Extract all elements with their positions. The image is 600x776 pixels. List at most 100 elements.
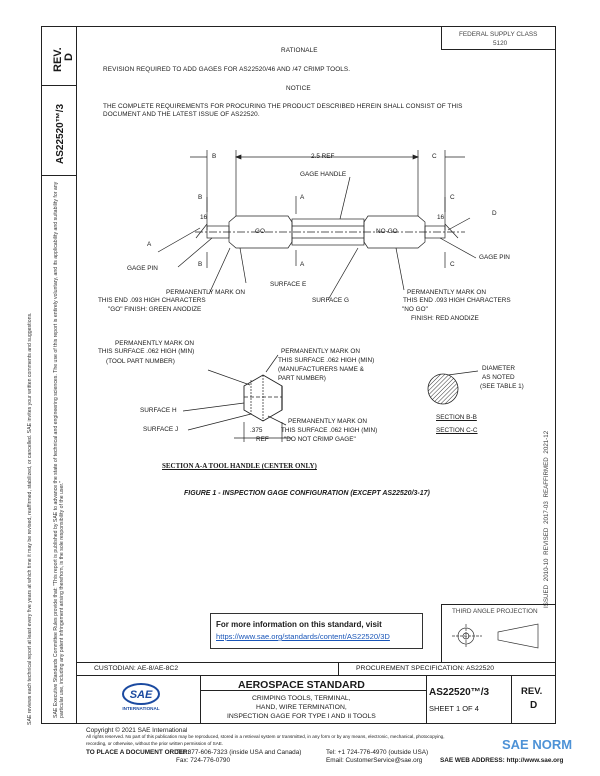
title-line-1: CRIMPING TOOLS, TERMINAL,	[252, 695, 351, 702]
right-mark-2: THIS END .093 HIGH CHARACTERS	[403, 297, 511, 304]
page-frame	[41, 26, 556, 724]
title-line-3: INSPECTION GAGE FOR TYPE I AND II TOOLS	[227, 713, 376, 720]
custodian: CUSTODIAN: AE-8/AE-8C2	[94, 665, 179, 672]
mfr-mark-1: PERMANENTLY MARK ON	[281, 348, 360, 355]
rev-label: REV.	[521, 686, 543, 697]
notice-line-1: THE COMPLETE REQUIREMENTS FOR PROCURING …	[103, 103, 463, 110]
tool-mark-3: (TOOL PART NUMBER)	[106, 358, 175, 365]
crimp-mark-2: THIS SURFACE .062 HIGH (MIN)	[281, 427, 378, 434]
left-rev-value: D	[63, 53, 75, 61]
custodian-row	[77, 662, 556, 676]
gage-handle-label: GAGE HANDLE	[300, 171, 347, 178]
rights-line-1: All rights reserved. No part of this pub…	[86, 734, 445, 739]
title-block	[77, 662, 556, 724]
left-mark-2: THIS END .093 HIGH CHARACTERS	[98, 297, 206, 304]
info-line-1: For more information on this standard, v…	[216, 620, 382, 629]
projection-box	[441, 604, 556, 662]
tool-mark-2: THIS SURFACE .062 HIGH (MIN)	[98, 348, 195, 355]
figure-caption: FIGURE 1 - INSPECTION GAGE CONFIGURATION…	[184, 490, 430, 497]
tel-intl: Tel: +1 724-776-4970 (outside USA)	[326, 749, 429, 756]
issue-dates: ISSUED 2010-10 REVISED 2017-03 REAFFIRME…	[543, 430, 550, 608]
angle-16-left: 16	[200, 214, 208, 221]
dim-c-top-right: C	[432, 153, 437, 160]
supply-class-box	[441, 26, 556, 50]
surface-h-label: SURFACE H	[140, 407, 177, 414]
rev-value: D	[530, 700, 538, 711]
go-label: GO	[255, 228, 265, 235]
web-address[interactable]: SAE WEB ADDRESS: http://www.sae.org	[440, 757, 564, 764]
nogo-label: NO-GO	[376, 228, 398, 235]
section-a-bottom: A	[300, 261, 305, 268]
supply-class-line1: FEDERAL SUPPLY CLASS	[459, 31, 538, 38]
watermark-sae-norm: SAE NORM	[502, 737, 573, 752]
sae-logo: SAE INTERNATIONAL	[118, 682, 164, 712]
rationale-heading: RATIONALE	[281, 47, 318, 54]
diameter-2: AS NOTED	[482, 374, 515, 381]
sae-logo-sub: INTERNATIONAL	[122, 706, 160, 711]
doc-number: AS22520™/3	[429, 687, 490, 698]
title-divider-5	[200, 690, 426, 691]
section-bb-label: SECTION B-B	[436, 414, 477, 421]
supply-class-line2: 5120	[493, 40, 508, 47]
order-label: TO PLACE A DOCUMENT ORDER:	[86, 749, 190, 756]
section-b-top: B	[198, 194, 203, 201]
right-mark-4: FINISH: RED ANODIZE	[411, 315, 479, 322]
diameter-1: DIAMETER	[482, 365, 516, 372]
rights-line-2: recording, or otherwise, without the pri…	[86, 741, 224, 746]
left-mark-3: "GO" FINISH: GREEN ANODIZE	[108, 306, 202, 313]
dim-2-5-ref: 2.5 REF	[311, 153, 335, 160]
gage-pin-right: GAGE PIN	[479, 254, 510, 261]
notice-line-2: DOCUMENT AND THE LATEST ISSUE OF AS22520…	[103, 111, 260, 118]
title-line-2: HAND, WIRE TERMINATION,	[256, 704, 347, 711]
left-column	[41, 26, 77, 724]
rationale-text: REVISION REQUIRED TO ADD GAGES FOR AS225…	[103, 66, 351, 73]
info-box	[210, 613, 423, 649]
label-d: D	[492, 210, 497, 217]
tool-mark-1: PERMANENTLY MARK ON	[115, 340, 194, 347]
right-mark-3: "NO GO"	[402, 306, 428, 313]
diameter-3: (SEE TABLE 1)	[480, 383, 524, 390]
left-rev-box	[41, 26, 77, 86]
section-cc-label: SECTION C-C	[436, 427, 478, 434]
section-aa-label: SECTION A-A TOOL HANDLE (CENTER ONLY)	[162, 462, 317, 470]
right-mark-1: PERMANENTLY MARK ON	[407, 289, 486, 296]
section-b-bottom: B	[198, 261, 203, 268]
title-divider-3	[426, 676, 427, 724]
sidebar-legal-text-2: SAE reviews each technical report at lea…	[27, 312, 33, 726]
mfr-mark-3: (MANUFACTURERS NAME &	[278, 366, 364, 373]
mfr-mark-2: THIS SURFACE .062 HIGH (MIN)	[278, 357, 375, 364]
procurement-spec: PROCUREMENT SPECIFICATION: AS22520	[356, 665, 494, 672]
section-c-top: C	[450, 194, 455, 201]
standard-type: AEROSPACE STANDARD	[238, 679, 365, 691]
gage-pin-left: GAGE PIN	[127, 265, 158, 272]
label-a-left: A	[147, 241, 152, 248]
left-docid-box	[41, 86, 77, 176]
section-c-bottom: C	[450, 261, 455, 268]
surface-j-label: SURFACE J	[143, 426, 179, 433]
dim-b-top-left: B	[212, 153, 217, 160]
tel-usa: Tel: 877-606-7323 (inside USA and Canada…	[176, 749, 302, 756]
fax: Fax: 724-776-0790	[176, 757, 231, 764]
title-divider-2	[200, 676, 201, 724]
title-divider-1	[338, 662, 339, 676]
sae-logo-mark: SAE	[122, 683, 160, 705]
mfr-mark-4: PART NUMBER)	[278, 375, 326, 382]
sae-logo-text: SAE	[130, 689, 153, 701]
email[interactable]: Email: CustomerService@sae.org	[326, 757, 423, 764]
left-doc-id: AS22520™/3	[55, 103, 66, 164]
surface-e-label: SURFACE E	[270, 281, 307, 288]
left-mark-1: PERMANENTLY MARK ON	[166, 289, 245, 296]
copyright: Copyright © 2021 SAE International	[86, 727, 188, 734]
title-divider-4	[511, 676, 512, 724]
sheet-number: SHEET 1 OF 4	[429, 704, 479, 713]
info-link[interactable]: https://www.sae.org/standards/content/AS…	[216, 632, 390, 641]
section-a-top: A	[300, 194, 305, 201]
angle-16-right: 16	[437, 214, 445, 221]
crimp-mark-3: "DO NOT CRIMP GAGE"	[284, 436, 356, 443]
surface-g-label: SURFACE G	[312, 297, 349, 304]
projection-label: THIRD ANGLE PROJECTION	[452, 608, 538, 615]
crimp-mark-1: PERMANENTLY MARK ON	[288, 418, 367, 425]
notice-heading: NOTICE	[286, 85, 311, 92]
dim-ref: REF	[256, 436, 269, 443]
dim-375: .375	[250, 427, 263, 434]
